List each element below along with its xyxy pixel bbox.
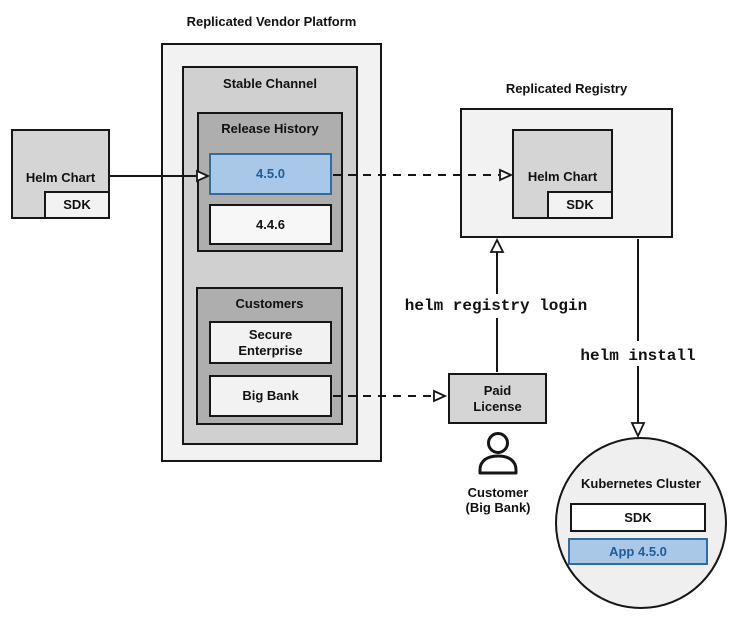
release-version-446-box: 4.4.6	[209, 204, 332, 245]
customer-secure-enterprise-label: Secure Enterprise	[238, 326, 303, 358]
source-sdk-box: SDK	[44, 191, 110, 219]
arrowhead-bigbank-to-license	[433, 389, 448, 403]
cluster-sdk-box: SDK	[570, 503, 706, 532]
customer-secure-enterprise-box: Secure Enterprise	[209, 321, 332, 364]
customer-person-icon	[478, 432, 518, 475]
release-version-446-label: 4.4.6	[256, 216, 285, 232]
cluster-app-label: App 4.5.0	[609, 543, 667, 559]
vendor-platform-title: Replicated Vendor Platform	[186, 14, 357, 29]
customer-big-bank-box: Big Bank	[209, 375, 332, 417]
release-history-label: Release History	[221, 121, 319, 136]
stable-channel-label: Stable Channel	[223, 76, 317, 91]
customer-big-bank-label: Big Bank	[242, 388, 299, 403]
arrowhead-install-down	[630, 422, 646, 439]
command-registry-login: helm registry login	[404, 297, 588, 315]
source-helm-chart-label: Helm Chart	[25, 170, 96, 185]
customer-caption: Customer (Big Bank)	[465, 485, 531, 515]
registry-sdk-box: SDK	[547, 191, 613, 219]
kubernetes-cluster-label: Kubernetes Cluster	[581, 476, 701, 491]
source-sdk-label: SDK	[63, 197, 91, 212]
registry-helm-chart-label: Helm Chart	[527, 169, 598, 184]
cluster-sdk-label: SDK	[624, 509, 652, 525]
paid-license-label: Paid License	[473, 382, 522, 414]
paid-license-box: Paid License	[448, 373, 547, 424]
customers-label: Customers	[235, 296, 304, 311]
release-version-450-label: 4.5.0	[256, 166, 285, 181]
release-version-450-box: 4.5.0	[209, 153, 332, 195]
arrowhead-login-up	[489, 237, 505, 253]
command-helm-install: helm install	[580, 347, 696, 365]
registry-title: Replicated Registry	[505, 81, 628, 96]
registry-sdk-label: SDK	[566, 197, 594, 212]
cluster-app-box: App 4.5.0	[568, 538, 708, 565]
